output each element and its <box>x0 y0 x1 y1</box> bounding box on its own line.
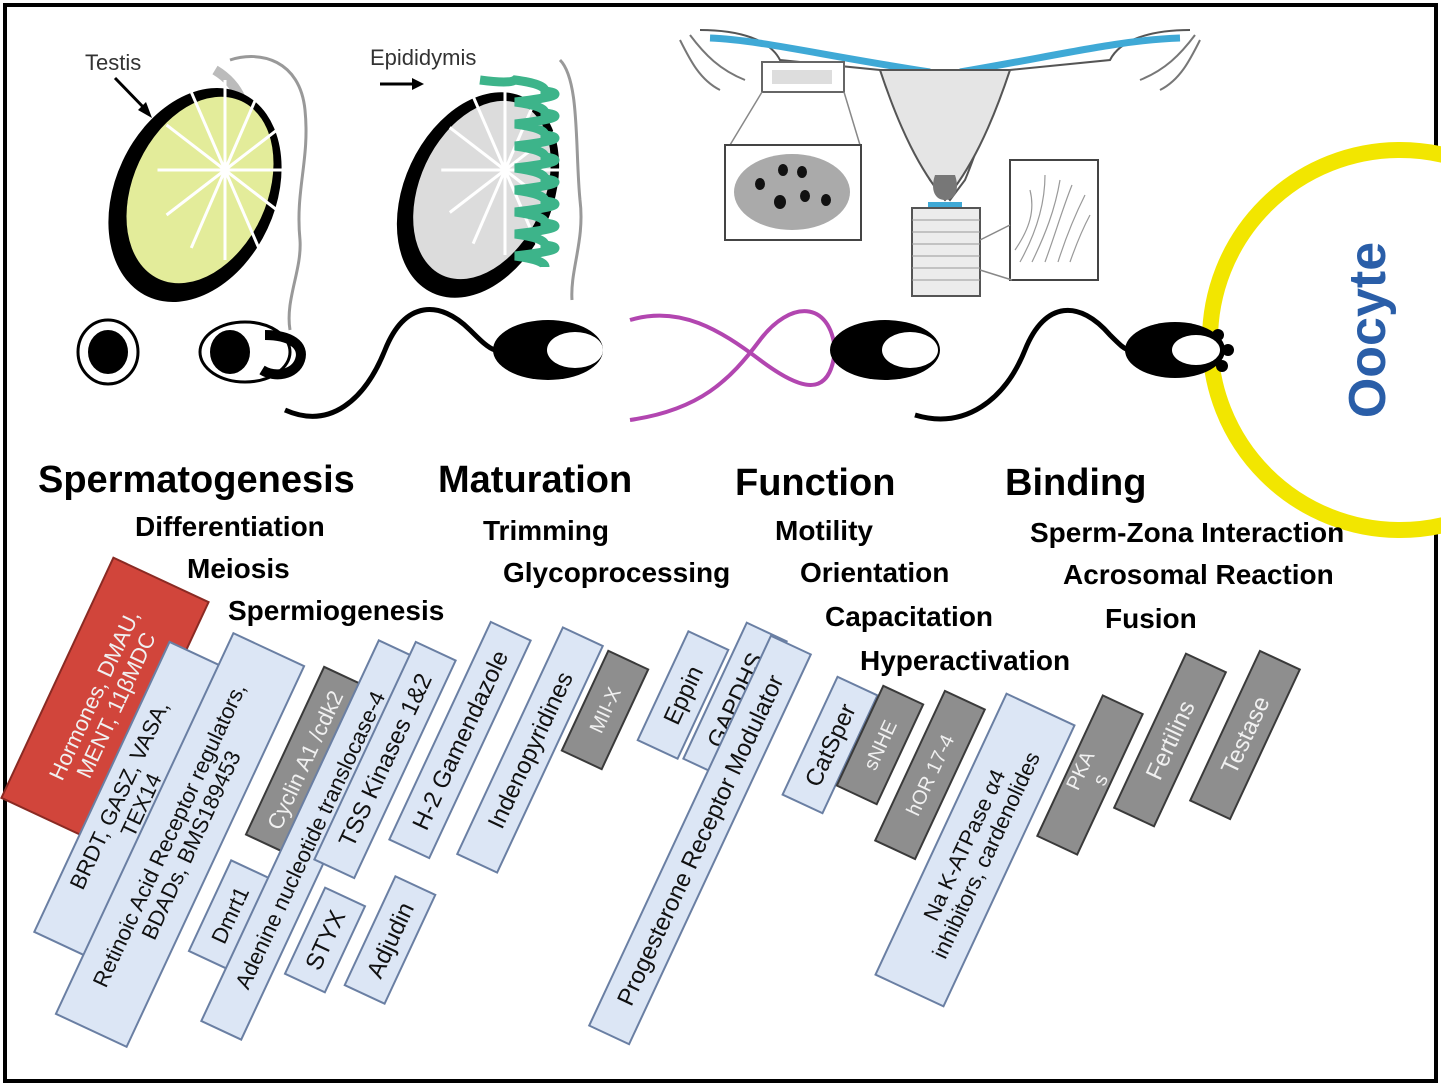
female-tract-illustration <box>680 30 1200 296</box>
process-label: Meiosis <box>187 553 290 584</box>
process-label: Glycoprocessing <box>503 557 730 588</box>
stage-title: Function <box>735 462 895 504</box>
round-spermatid <box>78 320 138 384</box>
process-label: Hyperactivation <box>860 645 1070 676</box>
process-label: Orientation <box>800 557 949 588</box>
process-label: Acrosomal Reaction <box>1063 559 1334 590</box>
process-label: Motility <box>775 515 873 546</box>
stage-title: Binding <box>1005 462 1146 504</box>
process-label: Spermiogenesis <box>228 595 444 626</box>
process-label: Differentiation <box>135 511 325 542</box>
target-box: Adjudin <box>345 876 436 1003</box>
epididymis-illustration <box>365 60 590 324</box>
testis-label: Testis <box>85 50 141 75</box>
oocyte-label: Oocyte <box>1339 242 1397 418</box>
oocyte-zona <box>1210 150 1441 530</box>
process-label: Capacitation <box>825 601 993 632</box>
stage-title: Spermatogenesis <box>38 459 355 501</box>
elongating-spermatid <box>200 322 301 382</box>
stage-title: Maturation <box>438 459 632 501</box>
ejaculated-sperm <box>630 311 940 420</box>
epididymis-label: Epididymis <box>370 45 476 70</box>
testis-illustration <box>75 57 315 331</box>
process-label: Sperm-Zona Interaction <box>1030 517 1344 548</box>
testicular-sperm <box>285 310 603 417</box>
process-label: Trimming <box>483 515 609 546</box>
stage-maturation: Maturation Trimming Glycoprocessing <box>438 459 730 588</box>
binding-sperm <box>915 310 1234 418</box>
process-label: Fusion <box>1105 603 1197 634</box>
